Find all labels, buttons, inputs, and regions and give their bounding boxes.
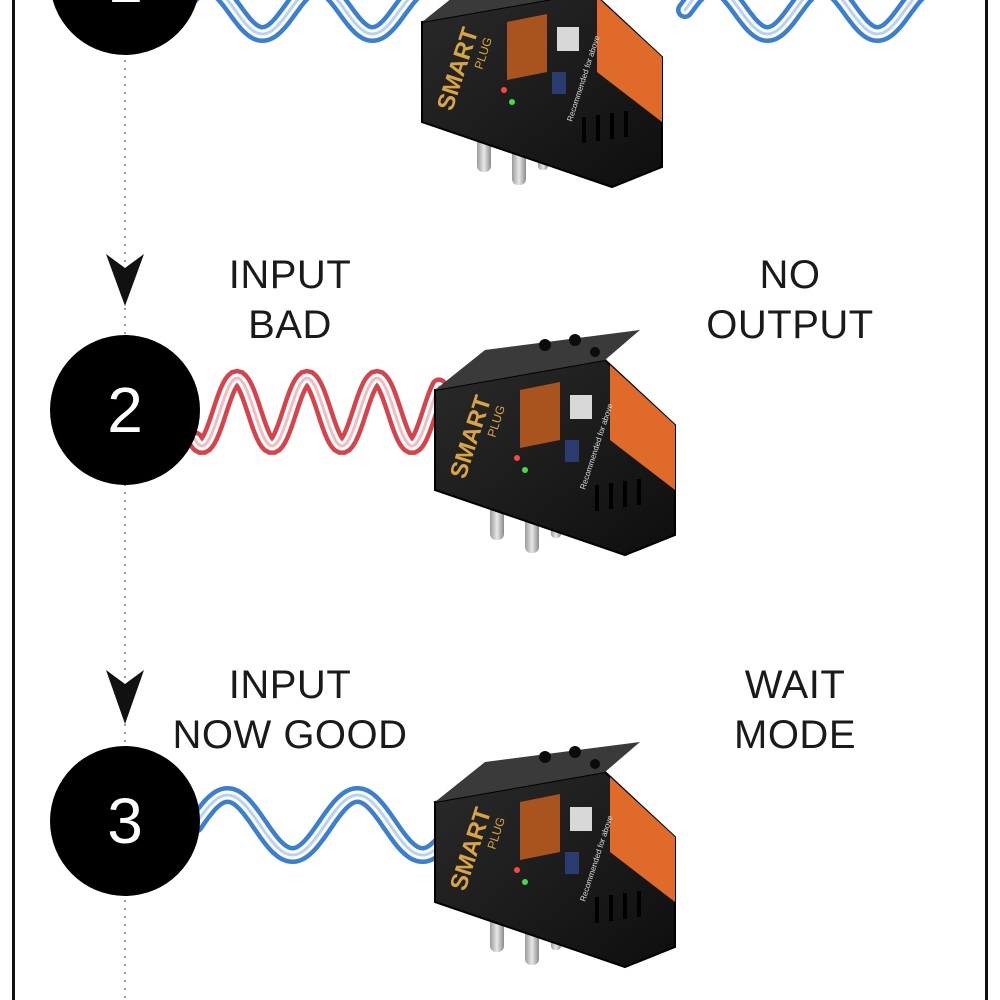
wave-bad-step-2: [186, 368, 448, 455]
device-vent: [637, 479, 641, 505]
device-vent: [582, 117, 586, 143]
device-button: [570, 807, 592, 831]
device-display: [520, 794, 560, 860]
wave-stroke: [178, 0, 410, 36]
led-indicator: [522, 467, 528, 473]
wave-good-step-1-right: [676, 0, 925, 44]
right-border: [985, 0, 988, 1000]
outlet-hole: [539, 339, 551, 351]
wave-stroke: [683, 0, 915, 36]
led-indicator: [522, 879, 528, 885]
device-vent: [596, 115, 600, 141]
led-indicator: [514, 455, 520, 461]
outlet-hole: [569, 334, 581, 346]
device-button: [570, 395, 592, 419]
step-number-3: 3: [50, 746, 200, 896]
wave-good-step-1: [171, 0, 420, 44]
wave-stroke: [680, 0, 919, 39]
wave-stroke: [193, 376, 441, 448]
device-indicator: [565, 852, 579, 874]
step-number-2: 2: [50, 335, 200, 485]
device-top: [435, 330, 640, 390]
left-border: [12, 0, 15, 1000]
device-side-label: [610, 365, 675, 490]
wave-good-step-3: [186, 785, 448, 865]
device-vent: [623, 893, 627, 919]
outlet-hole: [590, 347, 600, 357]
device-indicator: [565, 440, 579, 462]
device-side-label: [597, 0, 662, 122]
device-vent: [623, 481, 627, 507]
outlet-hole: [569, 746, 581, 758]
device-vent: [610, 113, 614, 139]
device-vent: [637, 891, 641, 917]
device-display: [507, 14, 547, 80]
arrow-down-icon: [106, 254, 144, 306]
wave-stroke: [175, 0, 414, 39]
outlet-hole: [590, 759, 600, 769]
device-button: [557, 27, 579, 51]
device-indicator: [552, 72, 566, 94]
device-display: [520, 382, 560, 448]
arrow-down-icon: [106, 670, 144, 724]
device-side-label: [610, 777, 675, 902]
wave-stroke: [190, 790, 444, 860]
device-top: [435, 742, 640, 802]
led-indicator: [514, 867, 520, 873]
wave-stroke: [190, 373, 444, 451]
led-indicator: [501, 87, 507, 93]
device-vent: [624, 111, 628, 137]
wave-stroke: [193, 793, 441, 857]
device-vent: [595, 485, 599, 511]
device-vent: [609, 895, 613, 921]
device-vent: [595, 897, 599, 923]
outlet-hole: [539, 751, 551, 763]
device-vent: [609, 483, 613, 509]
led-indicator: [509, 99, 515, 105]
